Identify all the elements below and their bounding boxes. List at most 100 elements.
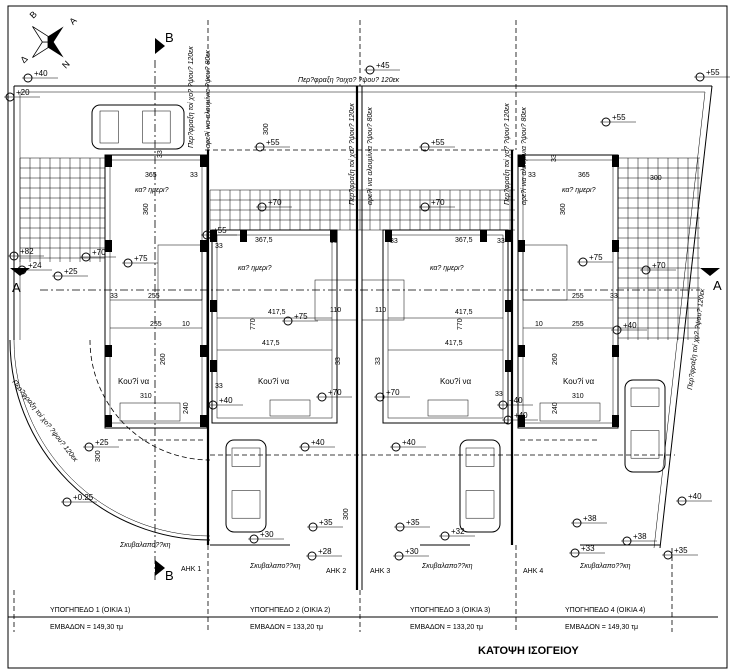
dimension-label: 33 (375, 357, 382, 365)
wall-column (612, 345, 619, 357)
level-value: +35 (319, 518, 333, 527)
dimension-label: 10 (535, 321, 543, 328)
compass-rose (32, 26, 64, 58)
room-label-storage-4: Σκυβαλαπο??κη (579, 563, 631, 570)
fence-label-top: Περ?φραξη ?οιχο? ?ψου? 120εκ (298, 77, 400, 84)
compass-label-south: Ν (60, 59, 72, 71)
kitchen-counter (427, 399, 469, 417)
wall-column (518, 345, 525, 357)
level-marker: +40 (22, 69, 58, 83)
wall-column (210, 300, 217, 312)
level-value: +82 (20, 247, 34, 256)
wall-column (518, 240, 525, 252)
level-marker: +70 (640, 261, 676, 275)
level-marker: +30 (248, 530, 284, 544)
level-marker: +55 (254, 138, 290, 152)
level-value: +35 (674, 546, 688, 555)
level-marker: +40 (502, 411, 538, 425)
dimension-label: 255 (148, 293, 160, 300)
level-value: +75 (134, 254, 148, 263)
level-marker: +40 (611, 321, 647, 335)
wall-column (518, 155, 525, 167)
level-value: +75 (294, 312, 308, 321)
dimension-label: 365 (578, 172, 590, 179)
dimension-label: 360 (560, 203, 567, 215)
level-marker: +45 (364, 61, 400, 75)
level-marker: +40 (497, 396, 533, 410)
wall-column (240, 230, 247, 242)
level-marker: +40 (390, 438, 426, 452)
fence-label-left-arc: Περ?φραξη τοί χο? ?ψου? 120εκ (10, 378, 79, 463)
level-value: +40 (311, 438, 325, 447)
room-label-living-1: κα? ημερι? (135, 187, 169, 194)
car (459, 439, 501, 533)
level-marker: +82 (8, 247, 44, 261)
wall-column (200, 345, 207, 357)
level-value: +30 (405, 547, 419, 556)
section-marker-b-bottom: B (155, 560, 174, 583)
plot-4-area: ΕΜΒΑΔΟΝ = 149,30 τμ (565, 624, 638, 631)
dimension-label: 300 (95, 450, 102, 462)
fence-label-right: Περ?φραξη τοί χο? ?ψου? 120εκ (686, 288, 706, 390)
wall-column (612, 240, 619, 252)
level-value: +45 (376, 61, 390, 70)
level-marker: +55 (419, 138, 455, 152)
wall-column (505, 300, 512, 312)
section-marker-b-bottom-label: B (165, 568, 174, 583)
meter-label-2: ΑΗΚ 2 (326, 568, 346, 575)
level-marker: +55 (600, 113, 636, 127)
level-marker: +35 (307, 518, 343, 532)
level-value: +70 (386, 388, 400, 397)
dimension-label: 33 (190, 172, 198, 179)
car (225, 439, 267, 533)
level-marker: +25 (83, 438, 119, 452)
wall-column (200, 415, 207, 427)
plot-1-area: ΕΜΒΑΔΟΝ = 149,30 τμ (50, 624, 123, 631)
wall-column (210, 230, 217, 242)
dimension-label: 310 (572, 393, 584, 400)
dimension-label: 33 (495, 391, 503, 398)
dimension-label: 367,5 (255, 237, 273, 244)
level-value: +33 (581, 544, 595, 553)
wall-column (612, 155, 619, 167)
level-value: +30 (260, 530, 274, 539)
level-value: +38 (583, 514, 597, 523)
level-value: +25 (95, 438, 109, 447)
level-value: +55 (706, 68, 720, 77)
staircase (157, 244, 203, 301)
dimension-label: 417,5 (445, 340, 463, 347)
dimension-label: 770 (457, 318, 464, 330)
plot-4-label: ΥΠΟΓΗΠΕΔΟ 4 (ΟΙΚΙΑ 4) (565, 607, 645, 614)
level-marker: +70 (316, 388, 352, 402)
rail-label-v1: αρε?ί νια αλουμίνια ?ψου? 80εκ (204, 50, 212, 148)
level-marker: +38 (621, 532, 657, 546)
level-marker: +35 (662, 546, 698, 560)
level-marker: +70 (80, 248, 116, 262)
staircase (522, 244, 568, 301)
level-marker: +70 (256, 198, 292, 212)
dimension-label: 310 (140, 393, 152, 400)
dimension-label: 417,5 (455, 309, 473, 316)
dimension-label: 33 (330, 238, 338, 245)
wall-column (330, 230, 337, 242)
dimension-label: 417,5 (262, 340, 280, 347)
level-marker: +38 (571, 514, 607, 528)
room-label-living-4: κα? ημερι? (562, 187, 596, 194)
wall-column (385, 230, 392, 242)
dimension-label: 300 (343, 508, 350, 520)
house-1 (104, 154, 208, 429)
wall-column (105, 155, 112, 167)
room-label-storage-3: Σκυβαλαπο??κη (421, 563, 473, 570)
meter-label-3: ΑΗΚ 3 (370, 568, 390, 575)
dimension-label: 300 (263, 123, 270, 135)
dimension-label: 33 (528, 172, 536, 179)
level-marker: +25 (52, 267, 88, 281)
level-value: +38 (633, 532, 647, 541)
level-value: +70 (328, 388, 342, 397)
level-value: +40 (509, 396, 523, 405)
dimension-label: 33 (610, 293, 618, 300)
level-value: +35 (406, 518, 420, 527)
site-boundary (8, 85, 718, 618)
